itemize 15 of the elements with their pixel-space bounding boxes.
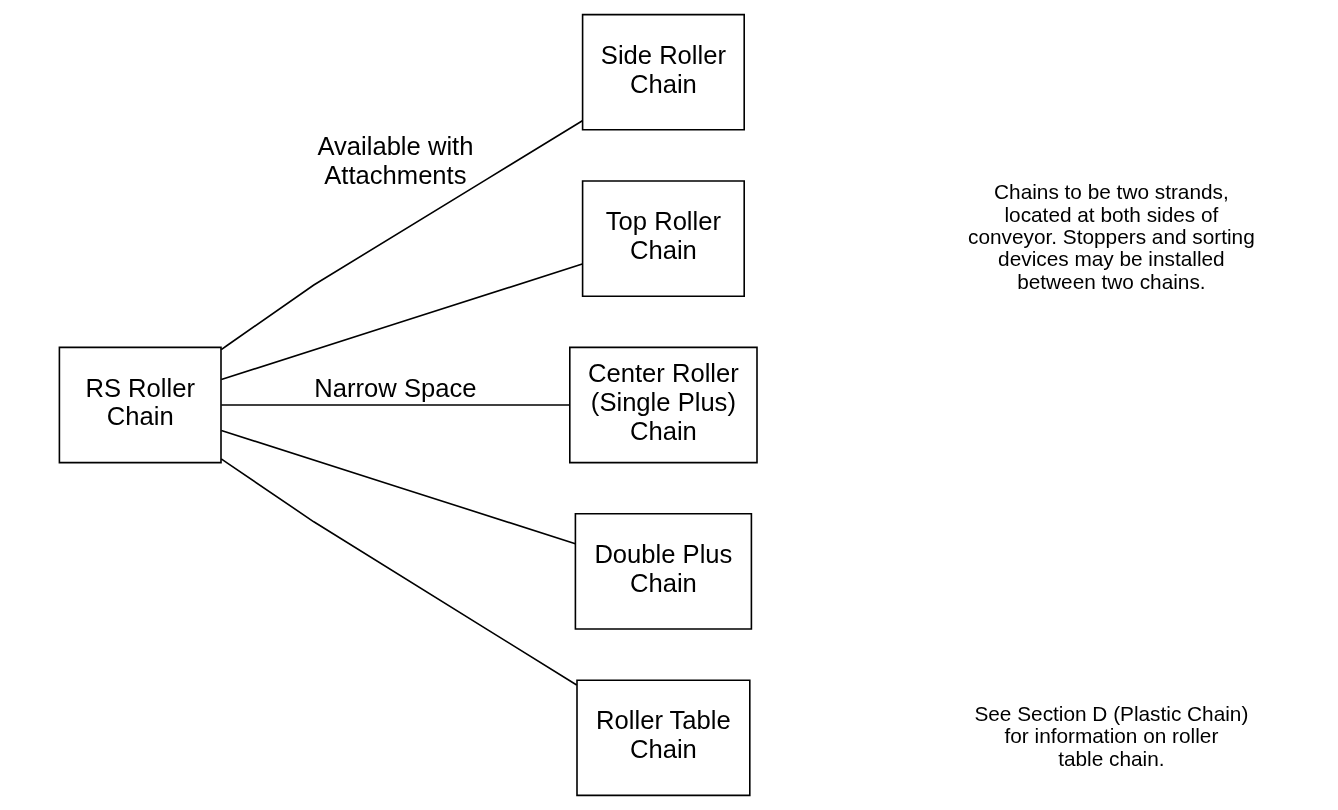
connector [220, 458, 578, 686]
connector [220, 119, 584, 351]
node-box: RS Roller Chain [58, 346, 222, 464]
edge-label: Narrow Space [314, 373, 477, 402]
node-box: Side Roller Chain [581, 13, 745, 131]
node-box: Center Roller (Single Plus) Chain [569, 346, 758, 464]
edge-label: Available with Attachments [317, 132, 474, 189]
label: Chains to be two strands, located at both sides of conveyor. Stoppers and sorting devices may be installed between two chains. [968, 180, 1255, 293]
node-box: Roller Table Chain [576, 679, 751, 797]
node-box: Top Roller Chain [581, 180, 745, 297]
connector [220, 404, 571, 406]
connector [220, 429, 577, 545]
node-box: Double Plus Chain [574, 513, 753, 630]
label: See Section D (Plastic Chain) for information on roller table chain. [974, 701, 1249, 770]
connector [220, 263, 584, 381]
